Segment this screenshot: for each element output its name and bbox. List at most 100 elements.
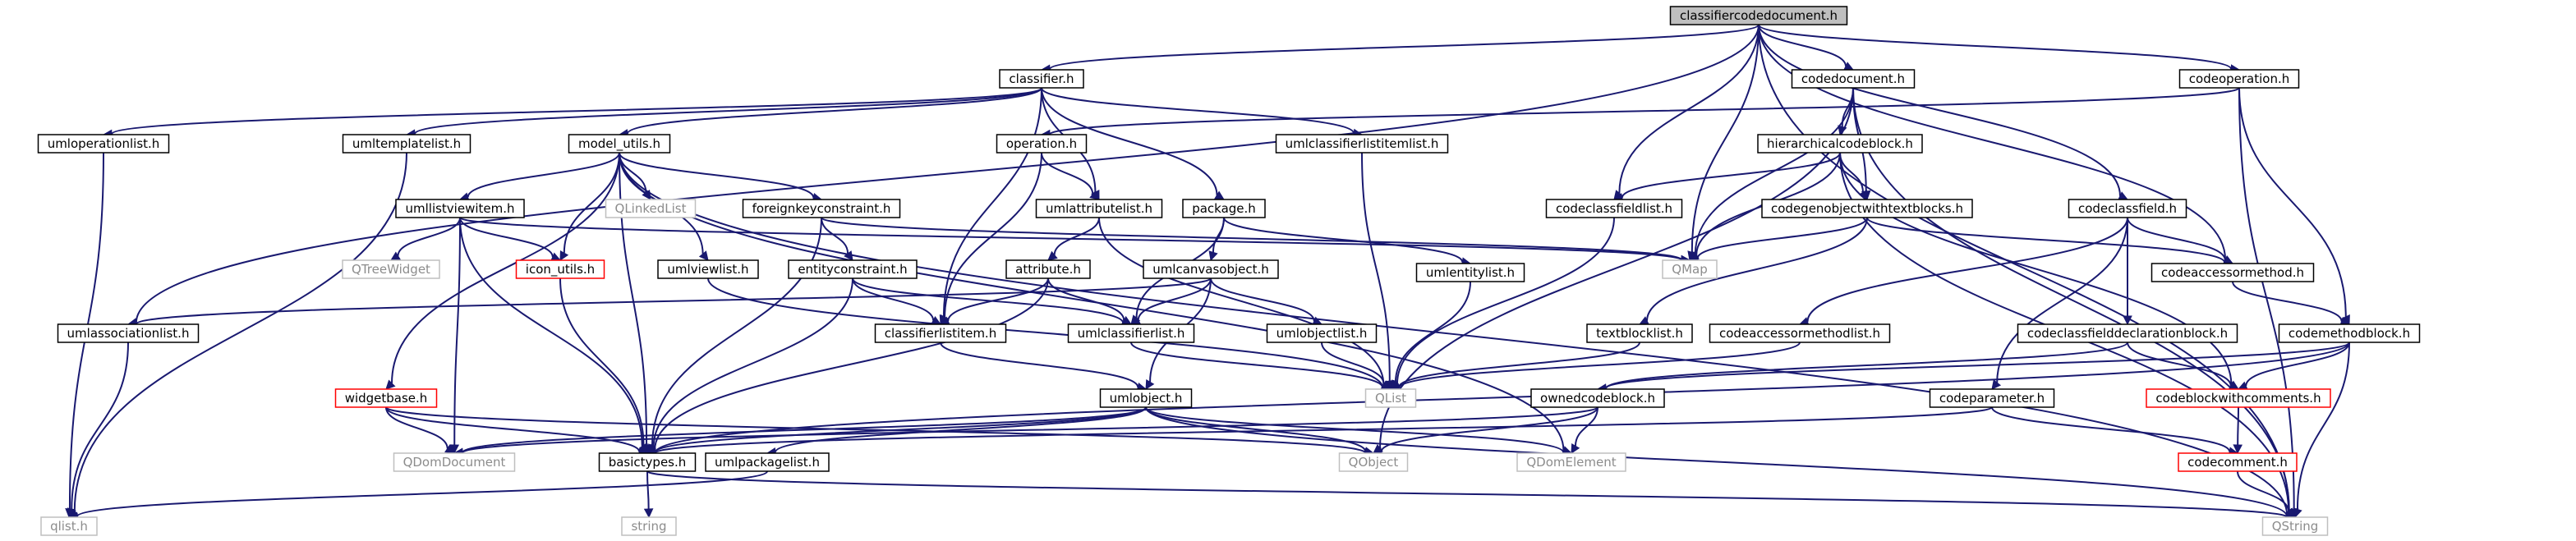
- node-label: codeaccessormethod.h: [2161, 265, 2304, 280]
- node-classifier-h[interactable]: classifier.h: [999, 69, 1084, 89]
- node-box: [568, 134, 671, 154]
- edge-basictypes_h-to-QString: [646, 470, 2288, 518]
- node-codemethodblock-h[interactable]: codemethodblock.h: [2278, 323, 2421, 343]
- node-operation-h[interactable]: operation.h: [996, 134, 1088, 154]
- node-umltemplatelist-h[interactable]: umltemplatelist.h: [342, 134, 472, 154]
- node-codeclassfieldlist-h[interactable]: codeclassfieldlist.h: [1545, 199, 1683, 218]
- edge-entityconstraint_h-to-umlclassifierlist_h: [852, 277, 1125, 323]
- node-codegenobjectwithtextblocks-h[interactable]: codegenobjectwithtextblocks.h: [1761, 199, 1973, 218]
- node-classifierlistitem-h[interactable]: classifierlistitem.h: [874, 323, 1007, 343]
- node-umlattributelist-h[interactable]: umlattributelist.h: [1035, 199, 1163, 218]
- node-icon-utils-h[interactable]: icon_utils.h: [515, 259, 605, 279]
- edge-foreignkeyconstraint_h-to-entityconstraint_h: [821, 217, 849, 254]
- node-codeblockwithcomments-h[interactable]: codeblockwithcomments.h: [2146, 388, 2331, 408]
- node-codeclassfield-h[interactable]: codeclassfield.h: [2068, 199, 2187, 218]
- arrowhead: [698, 250, 709, 261]
- edge-classifier_h-to-umlclassifierlistitemlist_h: [1041, 87, 1355, 135]
- node-box: [621, 516, 677, 536]
- node-umlviewlist-h[interactable]: umlviewlist.h: [657, 259, 759, 279]
- node-hierarchicalcodeblock-h[interactable]: hierarchicalcodeblock.h: [1757, 134, 1923, 154]
- edge-basictypes_h-to-string: [646, 470, 650, 510]
- node-box: [1364, 388, 1417, 408]
- node-box: [2017, 323, 2238, 343]
- node-label: widgetbase.h: [345, 391, 428, 406]
- edge-umltemplatelist_h-to-qlist_h: [73, 152, 407, 511]
- edge-model_utils_h-to-widgetbase_h: [391, 152, 620, 383]
- node-box: [1182, 199, 1266, 218]
- node-codeparameter-h[interactable]: codeparameter.h: [1929, 388, 2055, 408]
- node-codeaccessormethodlist-h[interactable]: codeaccessormethodlist.h: [1709, 323, 1891, 343]
- node-codeclassfielddeclarationblock-h[interactable]: codeclassfielddeclarationblock.h: [2017, 323, 2238, 343]
- arrowhead: [1991, 379, 2002, 390]
- node-umllistviewitem-h[interactable]: umllistviewitem.h: [395, 199, 525, 218]
- node-label: QObject: [1349, 455, 1399, 470]
- node-codedocument-h[interactable]: codedocument.h: [1791, 69, 1916, 89]
- node-umlclassifierlistitemlist-h[interactable]: umlclassifierlistitemlist.h: [1275, 134, 1449, 154]
- edge-codemethodblock_h-to-basictypes_h: [654, 342, 2350, 453]
- edge-classifiercodedocument_h-to-codeclassfield_h: [1758, 24, 2121, 196]
- node-attribute-h[interactable]: attribute.h: [1005, 259, 1091, 279]
- edge-umlcanvasobject_h-to-umlassociationlist_h: [135, 277, 1212, 325]
- edge-codeoperation_h-to-operation_h: [1048, 87, 2240, 135]
- node-codecomment-h[interactable]: codecomment.h: [2178, 452, 2298, 472]
- node-label: package.h: [1192, 201, 1256, 216]
- edge-codeclassfielddeclarationblock_h-to-codeblockwithcomments_h: [2127, 342, 2232, 387]
- node-box: [2178, 69, 2300, 89]
- node-QDomDocument: QDomDocument: [393, 452, 516, 472]
- edge-attribute_h-to-basictypes_h: [654, 277, 1049, 451]
- node-box: [788, 259, 918, 279]
- node-box: [1275, 134, 1449, 154]
- node-classifiercodedocument-h[interactable]: classifiercodedocument.h: [1669, 6, 1848, 25]
- node-label: QString: [2272, 519, 2319, 534]
- node-label: umlclassifierlistitemlist.h: [1286, 136, 1439, 151]
- node-umlobjectlist-h[interactable]: umlobjectlist.h: [1266, 323, 1378, 343]
- node-entityconstraint-h[interactable]: entityconstraint.h: [788, 259, 918, 279]
- node-package-h[interactable]: package.h: [1182, 199, 1266, 218]
- edge-umllistviewitem_h-to-icon_utils_h: [459, 217, 554, 258]
- edge-codeparameter_h-to-codecomment_h: [1991, 406, 2231, 452]
- node-label: string: [631, 519, 666, 534]
- node-box: [395, 199, 525, 218]
- node-label: basictypes.h: [609, 455, 687, 470]
- node-QDomElement: QDomElement: [1516, 452, 1626, 472]
- edge-umlclassifierlistitemlist_h-to-QList: [1361, 152, 1391, 382]
- node-label: umlcanvasobject.h: [1152, 262, 1269, 277]
- node-ownedcodeblock-h[interactable]: ownedcodeblock.h: [1530, 388, 1665, 408]
- node-box: [742, 199, 901, 218]
- node-codeoperation-h[interactable]: codeoperation.h: [2178, 69, 2300, 89]
- node-umloperationlist-h[interactable]: umloperationlist.h: [37, 134, 170, 154]
- node-box: [1035, 199, 1163, 218]
- node-label: QDomDocument: [403, 455, 506, 470]
- edge-ownedcodeblock_h-to-QDomDocument: [461, 406, 1598, 454]
- node-widgetbase-h[interactable]: widgetbase.h: [334, 388, 438, 408]
- edge-codecomment_h-to-QString: [2237, 470, 2290, 512]
- node-box: [1005, 259, 1091, 279]
- node-foreignkeyconstraint-h[interactable]: foreignkeyconstraint.h: [742, 199, 901, 218]
- node-umlclassifierlist-h[interactable]: umlclassifierlist.h: [1067, 323, 1195, 343]
- node-basictypes-h[interactable]: basictypes.h: [598, 452, 697, 472]
- node-umlcanvasobject-h[interactable]: umlcanvasobject.h: [1143, 259, 1279, 279]
- edge-classifiercodedocument_h-to-codeclassfieldlist_h: [1618, 24, 1760, 194]
- arrowhead: [67, 507, 76, 519]
- node-umlassociationlist-h[interactable]: umlassociationlist.h: [57, 323, 200, 343]
- node-textblocklist-h[interactable]: textblocklist.h: [1586, 323, 1693, 343]
- node-umlentitylist-h[interactable]: umlentitylist.h: [1415, 263, 1525, 282]
- node-box: [605, 199, 697, 218]
- node-QList: QList: [1364, 388, 1417, 408]
- edge-codeclassfield_h-to-codeaccessormethodlist_h: [1806, 217, 2128, 322]
- node-model-utils-h[interactable]: model_utils.h: [568, 134, 671, 154]
- edge-umlobjectlist_h-to-QList: [1321, 342, 1385, 385]
- edge-umlobject_h-to-QString: [1145, 406, 2288, 517]
- node-umlpackagelist-h[interactable]: umlpackagelist.h: [705, 452, 830, 472]
- edge-classifiercodedocument_h-to-QMap: [1690, 24, 1760, 253]
- node-umlobject-h[interactable]: umlobject.h: [1099, 388, 1193, 408]
- node-box: [1757, 134, 1923, 154]
- node-codeaccessormethod-h[interactable]: codeaccessormethod.h: [2150, 263, 2315, 282]
- edge-codeclassfield_h-to-codeparameter_h: [1996, 217, 2128, 383]
- edge-package_h-to-umlentitylist_h: [1223, 217, 1464, 263]
- arrowhead: [2123, 315, 2132, 326]
- node-label: umlviewlist.h: [667, 262, 748, 277]
- edge-operation_h-to-classifierlistitem_h: [944, 152, 1042, 318]
- node-label: umloperationlist.h: [48, 136, 160, 151]
- node-label: icon_utils.h: [526, 262, 595, 277]
